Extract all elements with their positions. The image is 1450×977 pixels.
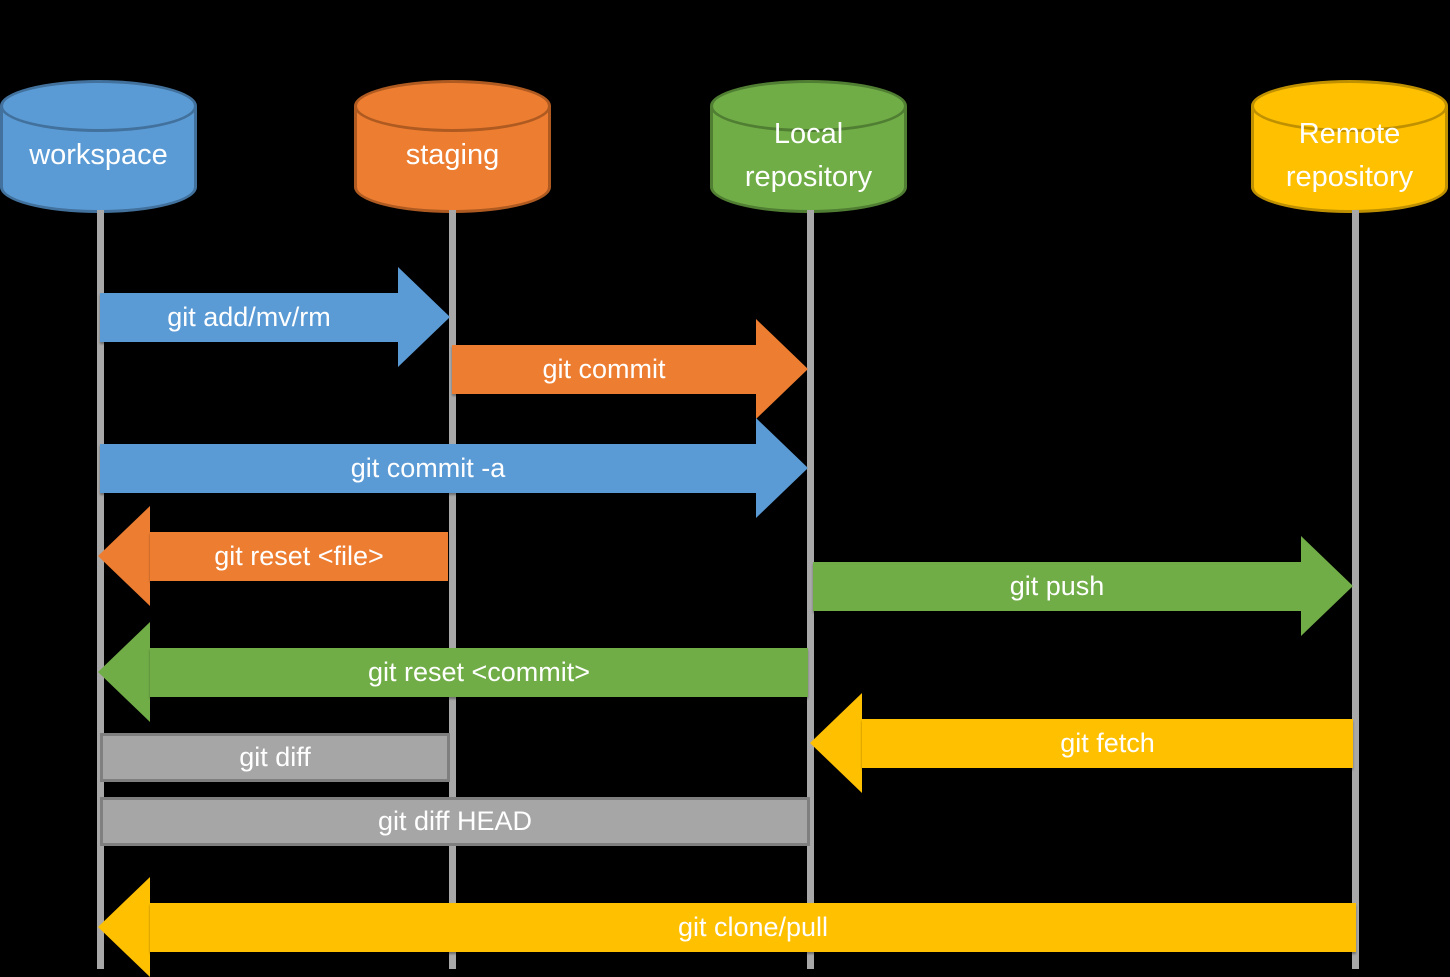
arrowhead-right-icon	[756, 319, 808, 419]
arrowhead-right-icon	[756, 418, 808, 518]
cylinder-top	[0, 80, 197, 132]
bar-git-diff-head-label: git diff HEAD	[377, 806, 533, 836]
node-workspace-label: workspace	[29, 139, 168, 172]
arrow-git-fetch: git fetch	[810, 693, 1353, 793]
node-staging-label: staging	[405, 139, 500, 172]
arrowhead-left-icon	[98, 506, 150, 606]
arrow-git-add-mv-rm: git add/mv/rm	[100, 267, 450, 367]
cylinder-top	[354, 80, 551, 132]
arrow-git-push: git push	[813, 536, 1353, 636]
node-staging: staging	[354, 80, 551, 213]
arrowhead-right-icon	[1301, 536, 1353, 636]
lifeline-remote-repository	[1352, 210, 1359, 969]
bar-git-diff-head: git diff HEAD	[100, 797, 810, 846]
arrow-git-add-mv-rm-label: git add/mv/rm	[100, 292, 398, 342]
cylinder-top	[710, 80, 907, 132]
arrow-git-clone-pull-label: git clone/pull	[150, 902, 1356, 952]
arrow-git-commit-a-label: git commit -a	[100, 443, 756, 493]
arrow-git-commit-a: git commit -a	[100, 418, 808, 518]
arrowhead-left-icon	[810, 693, 862, 793]
node-local-repository: Local repository	[710, 80, 907, 213]
node-remote-repository: Remote repository	[1251, 80, 1448, 213]
arrow-git-clone-pull: git clone/pull	[98, 877, 1356, 977]
arrow-git-reset-file-label: git reset <file>	[150, 531, 448, 581]
node-workspace: workspace	[0, 80, 197, 213]
arrow-git-fetch-label: git fetch	[862, 718, 1353, 768]
arrowhead-left-icon	[98, 622, 150, 722]
arrow-git-reset-commit: git reset <commit>	[98, 622, 808, 722]
cylinder-top	[1251, 80, 1448, 132]
arrowhead-right-icon	[398, 267, 450, 367]
bar-git-diff: git diff	[100, 733, 450, 782]
lifeline-staging	[449, 210, 456, 969]
lifeline-local-repository	[807, 210, 814, 969]
node-local-repository-label: Local repository	[744, 118, 873, 193]
arrow-git-commit: git commit	[452, 319, 808, 419]
bar-git-diff-label: git diff	[239, 742, 311, 772]
arrow-git-commit-label: git commit	[452, 344, 756, 394]
arrowhead-left-icon	[98, 877, 150, 977]
arrow-git-reset-commit-label: git reset <commit>	[150, 647, 808, 697]
arrow-git-push-label: git push	[813, 561, 1301, 611]
node-remote-repository-label: Remote repository	[1285, 118, 1414, 193]
arrow-git-reset-file: git reset <file>	[98, 506, 448, 606]
